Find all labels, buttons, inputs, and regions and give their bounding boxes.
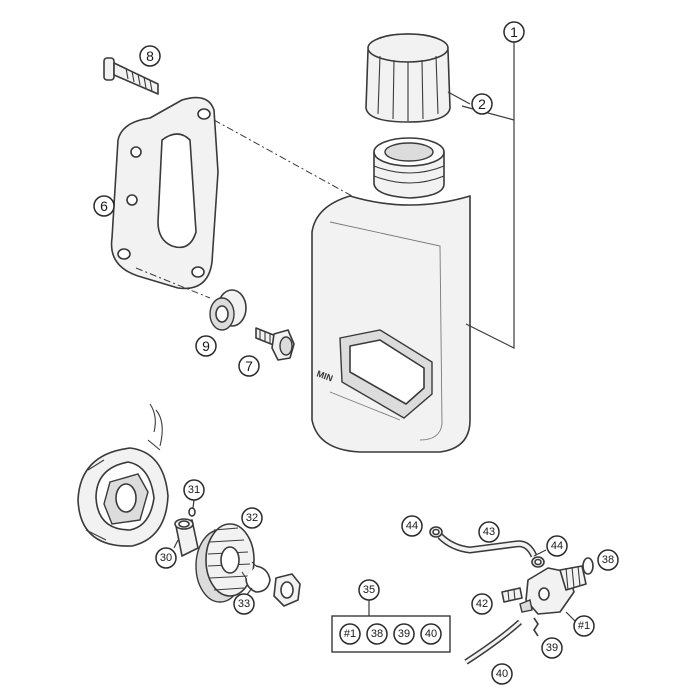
clip-31 [188,507,196,517]
oil-hose-43 [437,533,538,558]
svg-text:8: 8 [146,48,154,64]
callout-44-left: 44 [401,515,423,537]
svg-text:39: 39 [546,642,558,654]
oil-line-40 [464,619,523,665]
svg-text:43: 43 [483,526,495,538]
nut [273,573,301,607]
oring-38 [582,557,594,575]
kit-item-3: 39 [393,623,415,645]
leader-30 [173,539,179,549]
circlip-33 [241,561,271,593]
callout-6: 6 [93,195,115,217]
callout-40: 40 [491,663,513,685]
svg-text:40: 40 [425,628,437,640]
svg-text:40: 40 [496,668,508,680]
gasket-plate [110,96,219,290]
banjo-bolt-42 [501,587,523,603]
callout-38: 38 [597,549,619,571]
svg-text:32: 32 [246,512,258,524]
assembly-line-tank [213,119,353,197]
svg-text:42: 42 [476,598,488,610]
bolt-8 [103,57,159,95]
callout-9: 9 [195,335,217,357]
bolt-7 [255,327,295,361]
kit-item-4: 40 [420,623,442,645]
filler-cap-2 [365,33,451,123]
svg-text:44: 44 [406,520,418,532]
svg-text:7: 7 [245,358,253,374]
leader-1-tank [465,42,515,349]
svg-text:30: 30 [160,552,172,564]
callout-32: 32 [241,507,263,529]
spring-clip-39 [533,617,539,637]
flywheel-assembly [77,403,169,547]
oil-pump [519,565,587,615]
svg-text:9: 9 [202,338,210,354]
svg-text:6: 6 [100,198,108,214]
callout-1: 1 [503,21,525,43]
svg-text:38: 38 [602,554,614,566]
svg-text:38: 38 [371,628,383,640]
callout-39: 39 [541,637,563,659]
svg-text:39: 39 [398,628,410,640]
assembly-line-grommet [135,267,211,299]
kit-item-1: #1 [339,623,361,645]
callout-pump: #1 [573,615,595,637]
clamp-44-right [531,556,545,568]
callout-2: 2 [471,93,493,115]
oil-tank: MIN [311,137,471,453]
bushing-30 [174,518,199,557]
gear-32 [195,523,255,603]
callout-8: 8 [139,45,161,67]
svg-text:2: 2 [478,96,486,112]
svg-text:1: 1 [510,24,518,40]
svg-text:33: 33 [238,598,250,610]
grommet-9 [209,289,247,331]
svg-text:#1: #1 [578,620,590,632]
callout-42: 42 [471,593,493,615]
callout-30: 30 [155,547,177,569]
leader-1-cap [461,105,515,121]
clamp-44-left [429,526,443,538]
callout-33: 33 [233,593,255,615]
svg-text:35: 35 [363,584,375,596]
leader-44b [533,549,547,557]
callout-43: 43 [478,521,500,543]
kit-item-2: 38 [366,623,388,645]
callout-35: 35 [358,579,380,601]
callout-44-right: 44 [546,535,568,557]
leader-2 [447,91,471,105]
leader-31 [192,499,195,509]
leader-pump [565,611,577,623]
svg-text:#1: #1 [344,628,356,640]
svg-text:31: 31 [188,484,200,496]
callout-31: 31 [183,479,205,501]
svg-text:44: 44 [551,540,563,552]
callout-7: 7 [238,355,260,377]
